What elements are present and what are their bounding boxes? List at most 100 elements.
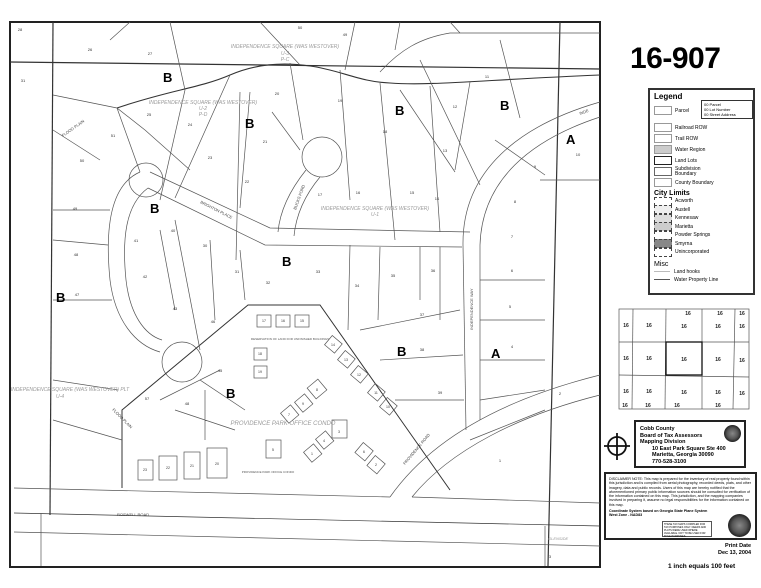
legend-item: Trail ROW (675, 135, 699, 142)
legend-item: Railroad ROW (675, 124, 708, 131)
index-label: 16 (715, 324, 721, 330)
zone-label: B (226, 386, 235, 401)
agency-block: Cobb County Board of Tax Assessors Mappi… (634, 420, 746, 468)
land-lot-line (547, 21, 561, 567)
parcel-number: 3 (549, 554, 552, 559)
reservation-label: RESERVATION OF LAND FOR UNFINISHED BUILD… (251, 337, 329, 341)
road-label-providence-road: PROVIDENCE ROAD (402, 432, 431, 465)
unit-number: 4 (323, 439, 325, 443)
unit-number: 6 (363, 450, 365, 454)
legend-item: Water Region (675, 146, 706, 153)
road-label-roswell-road: ROSWELL ROAD (117, 512, 149, 517)
agency-city: Marietta, Georgia 30090 (652, 452, 714, 458)
parcel-number: 23 (208, 155, 213, 160)
coordinate-zone: West Zone - NAD83 (609, 513, 643, 518)
city-item: Powder Springs (675, 232, 711, 239)
city-item: Unincorporated (675, 249, 710, 256)
road-label-inde: INDE (579, 108, 590, 116)
subdivision-unit: U-3 (281, 51, 289, 57)
parcel-number: 38 (420, 347, 425, 352)
parcel-number: 43 (173, 306, 178, 311)
county-swatch (654, 178, 672, 187)
index-label: 16 (645, 403, 651, 409)
subdivision-name: INDEPENDENCE SQUARE (WAS WESTOVER) (231, 44, 339, 50)
unit-number: 22 (166, 466, 170, 470)
water-swatch (654, 145, 672, 154)
agency-address: 10 East Park Square Ste 400 (652, 445, 726, 452)
roswell-road-edge (13, 487, 391, 498)
zone-label: A (566, 132, 576, 147)
tax-purpose-note: THESE TAX MAPS COMPILED FOR TAX PURPOSES… (662, 521, 712, 538)
flood-plain-label: FLOOD PLAIN (61, 118, 86, 137)
agency-name: Cobb County (640, 426, 675, 432)
parcel-number: 10 (576, 152, 581, 157)
parcel-number: 27 (148, 51, 153, 56)
unit-number: 19 (258, 370, 262, 374)
city-item: Austell (675, 206, 691, 213)
parcel-number: 50 (298, 25, 303, 30)
agency-board: Board of Tax Assessors (640, 432, 703, 439)
parcel-number: 39 (438, 390, 443, 395)
unit-number: 5 (272, 448, 274, 452)
index-label: 16 (717, 311, 723, 317)
parcel-number: 1 (499, 458, 502, 463)
water-line-swatch (654, 279, 670, 280)
index-label: 16 (739, 391, 745, 397)
parcel-number: 18 (383, 129, 388, 134)
zone-label: B (282, 254, 291, 269)
parcel-number: 49 (73, 206, 78, 211)
land-lot-line (49, 21, 54, 516)
subdivision-name: INDEPENDENCE SQUARE (WAS WESTOVER) (321, 206, 429, 212)
parcel-number: 9 (534, 164, 537, 169)
brighton-place-edge (147, 187, 463, 248)
parcel-number: 22 (245, 179, 250, 184)
providence-road-edge (411, 394, 601, 498)
cul-de-sac (301, 136, 343, 178)
parcel-number: 47 (75, 292, 80, 297)
misc-title: Misc (654, 260, 669, 268)
parcel-number: 4 (511, 344, 514, 349)
parcel-number: 20 (275, 91, 280, 96)
parcel-number: 31 (235, 269, 240, 274)
unit-number: 17 (262, 319, 266, 323)
unit-number: 10 (386, 405, 390, 409)
legend-item: Subdivision Boundary (675, 165, 701, 177)
parcel-number: 41 (134, 238, 139, 243)
parcel-number: 13 (443, 148, 448, 153)
legend: Legend Parcel Railroad ROW Trail ROW Wat… (648, 88, 755, 295)
subdivision-unit: U-1 (371, 212, 379, 218)
index-label: 16 (674, 403, 680, 409)
unit-number: 18 (258, 352, 262, 356)
zone-label: B (397, 344, 406, 359)
key-line: 00 Street Address (704, 112, 736, 117)
index-label: 16 (681, 324, 687, 330)
parcel-number: 31 (21, 78, 26, 83)
parcel-number: 49 (343, 32, 348, 37)
subdivision-phase: P-C (281, 57, 290, 63)
parcel-number: 35 (391, 273, 396, 278)
parcel-swatch (654, 106, 672, 115)
index-map (618, 308, 750, 410)
parcel-line (379, 32, 600, 73)
railroad-swatch (654, 123, 672, 132)
unit-number: 1 (311, 452, 313, 456)
parcel-number: 45 (218, 368, 223, 373)
disclaimer-box: DISCLAIMER NOTE: This map is prepared fo… (604, 472, 757, 540)
zone-label: B (500, 98, 509, 113)
subdivision-boundary (116, 63, 601, 109)
parcel-number: 15 (410, 190, 415, 195)
unit-number: 8 (316, 388, 318, 392)
city-item: Marietta (675, 223, 694, 230)
roswell-road-edge (411, 496, 601, 504)
bucks-ford-edge (277, 169, 307, 233)
parcel-number: 14 (435, 196, 440, 201)
zone-label: A (491, 346, 501, 361)
print-date-label: Print Date (725, 543, 752, 549)
parcel-number: 40 (171, 228, 176, 233)
independence-way-edge (479, 116, 601, 246)
unit-number: 15 (300, 319, 304, 323)
index-label: 16 (623, 356, 629, 362)
key-line: 00 Parcel (704, 102, 721, 107)
parcel-number: 51 (111, 133, 116, 138)
